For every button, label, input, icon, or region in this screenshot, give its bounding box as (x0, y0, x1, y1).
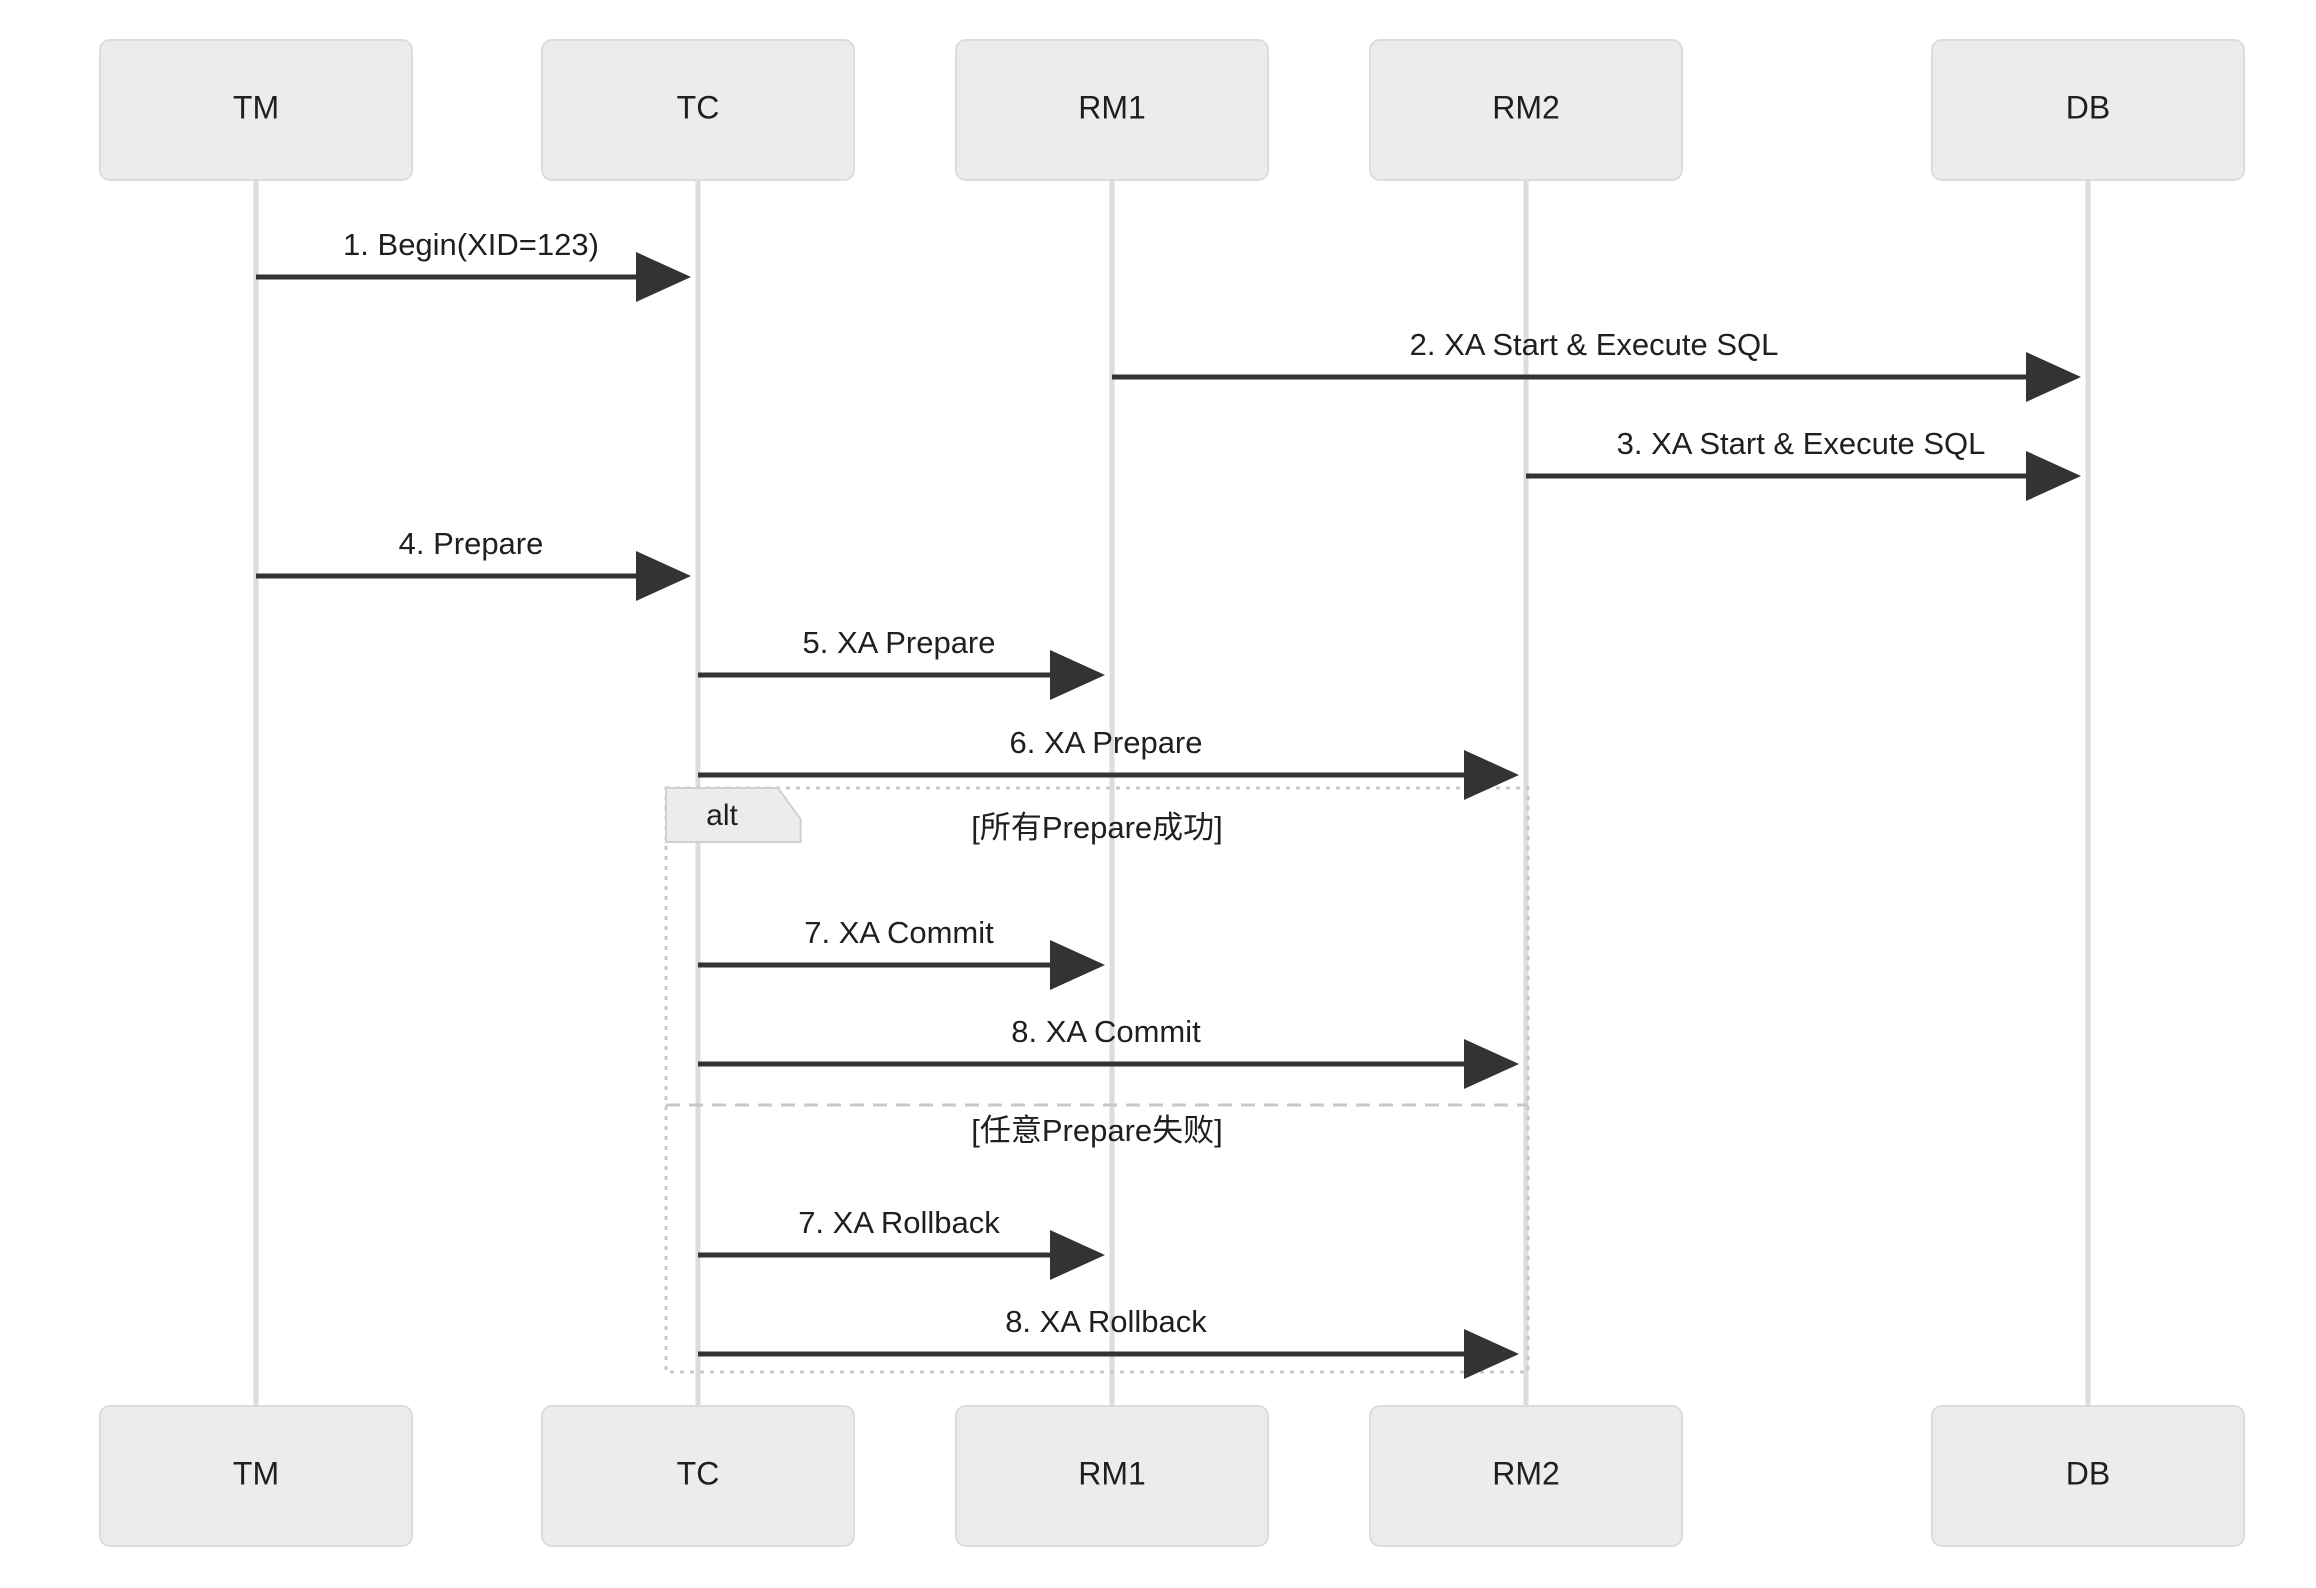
message-label-1: 1. Begin(XID=123) (343, 227, 599, 262)
message-8: 8. XA Commit (698, 1014, 1519, 1089)
participant-box-db-top[interactable] (1931, 39, 2245, 181)
message-label-2: 2. XA Start & Execute SQL (1410, 327, 1779, 362)
participant-label-rm1-top: RM1 (1078, 89, 1146, 125)
participant-box-tm-bottom[interactable] (99, 1405, 413, 1547)
message-label-8: 8. XA Commit (1011, 1014, 1201, 1049)
participant-rm1-bottom[interactable]: RM1 (955, 1405, 1269, 1547)
alt-tag-label: alt (706, 799, 738, 832)
participant-label-tc-top: TC (677, 89, 720, 125)
participant-box-rm2-bottom[interactable] (1369, 1405, 1683, 1547)
participant-db-bottom[interactable]: DB (1931, 1405, 2245, 1547)
participant-box-tc-top[interactable] (541, 39, 855, 181)
message-7: 7. XA Commit (698, 915, 1105, 990)
message-2: 2. XA Start & Execute SQL (1112, 327, 2081, 402)
participant-tc-top[interactable]: TC (541, 39, 855, 181)
message-label-7: 7. XA Commit (804, 915, 994, 950)
participant-label-rm2-bottom: RM2 (1492, 1455, 1560, 1491)
participant-tm-top[interactable]: TM (99, 39, 413, 181)
message-label-3: 3. XA Start & Execute SQL (1617, 426, 1986, 461)
participant-box-rm1-bottom[interactable] (955, 1405, 1269, 1547)
participant-label-tm-top: TM (233, 89, 279, 125)
message-label-4: 4. Prepare (399, 526, 544, 561)
message-5: 5. XA Prepare (698, 625, 1105, 700)
message-label-9: 7. XA Rollback (798, 1205, 1000, 1240)
lifelines-group (253, 180, 2091, 1406)
participant-box-tm-top[interactable] (99, 39, 413, 181)
participant-tc-bottom[interactable]: TC (541, 1405, 855, 1547)
messages-group: 1. Begin(XID=123) 2. XA Start & Execute S… (256, 227, 2081, 1379)
participant-box-rm2-top[interactable] (1369, 39, 1683, 181)
alt-tag-shape (665, 787, 802, 843)
message-10: 8. XA Rollback (698, 1304, 1519, 1379)
message-6: 6. XA Prepare (698, 725, 1519, 800)
message-9: 7. XA Rollback (698, 1205, 1105, 1280)
message-label-5: 5. XA Prepare (802, 625, 995, 660)
message-label-10: 8. XA Rollback (1005, 1304, 1207, 1339)
message-1: 1. Begin(XID=123) (256, 227, 691, 302)
alt-branch-condition-0: [所有Prepare成功] (971, 810, 1223, 845)
participant-label-tm-bottom: TM (233, 1455, 279, 1491)
participant-box-db-bottom[interactable] (1931, 1405, 2245, 1547)
participant-rm2-bottom[interactable]: RM2 (1369, 1405, 1683, 1547)
participant-label-rm1-bottom: RM1 (1078, 1455, 1146, 1491)
participant-rm2-top[interactable]: RM2 (1369, 39, 1683, 181)
participant-box-tc-bottom[interactable] (541, 1405, 855, 1547)
message-4: 4. Prepare (256, 526, 691, 601)
message-3: 3. XA Start & Execute SQL (1526, 426, 2081, 501)
participant-rm1-top[interactable]: RM1 (955, 39, 1269, 181)
participant-db-top[interactable]: DB (1931, 39, 2245, 181)
participant-tm-bottom[interactable]: TM (99, 1405, 413, 1547)
participant-label-db-bottom: DB (2066, 1455, 2110, 1491)
alt-frame-border (664, 786, 1530, 1374)
alt-branch-condition-1: [任意Prepare失败] (971, 1113, 1223, 1148)
alt-fragment: alt [所有Prepare成功] [任意Prepare失败] (664, 786, 1530, 1374)
participant-box-rm1-top[interactable] (955, 39, 1269, 181)
participant-label-tc-bottom: TC (677, 1455, 720, 1491)
participant-label-db-top: DB (2066, 89, 2110, 125)
participant-label-rm2-top: RM2 (1492, 89, 1560, 125)
message-label-6: 6. XA Prepare (1009, 725, 1202, 760)
